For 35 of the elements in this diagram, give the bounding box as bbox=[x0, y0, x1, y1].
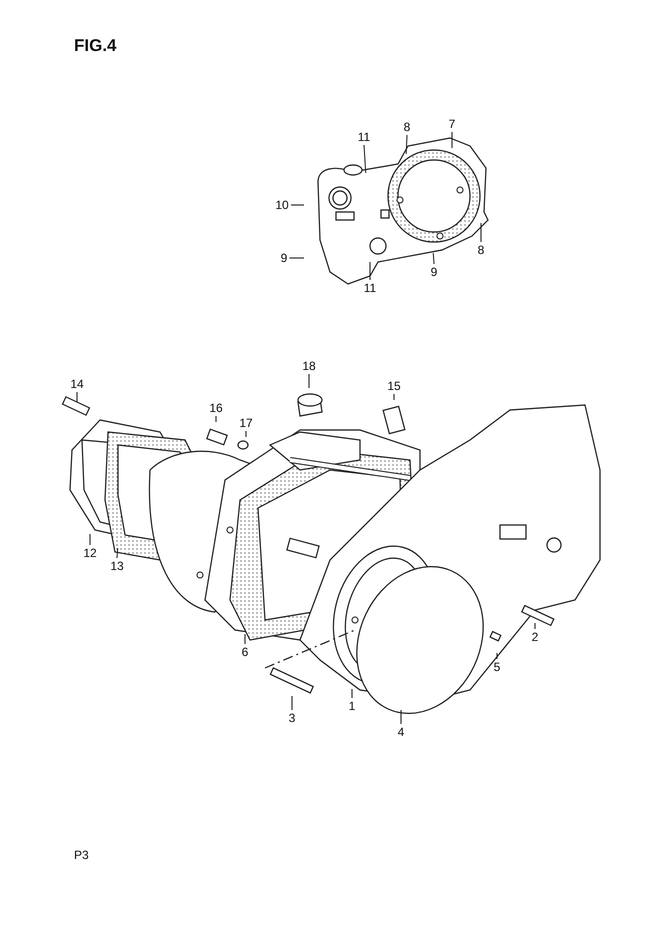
callout-number: 14 bbox=[70, 377, 84, 391]
callout-number: 18 bbox=[302, 359, 316, 373]
callout-number: 8 bbox=[404, 120, 410, 134]
callout-number: 11 bbox=[364, 281, 376, 295]
callout-number: 12 bbox=[83, 546, 97, 560]
leader-line bbox=[400, 710, 402, 724]
callout-number: 13 bbox=[110, 559, 124, 573]
callout-number: 5 bbox=[494, 660, 500, 674]
callout-number: 9 bbox=[280, 251, 288, 265]
callout-number: 4 bbox=[398, 725, 404, 739]
callout-number: 9 bbox=[430, 265, 438, 279]
leader-line bbox=[116, 548, 118, 558]
callout-number: 11 bbox=[358, 130, 370, 144]
callout-number: 17 bbox=[239, 416, 253, 430]
leader-line bbox=[496, 652, 498, 660]
figure-title: FIG.4 bbox=[74, 36, 117, 56]
callout-number: 15 bbox=[387, 379, 401, 393]
page-code: P3 bbox=[74, 848, 89, 862]
callout-number: 3 bbox=[288, 711, 296, 725]
leader-line bbox=[480, 222, 482, 242]
leader-line bbox=[244, 634, 246, 644]
callout-number: 2 bbox=[532, 630, 538, 644]
leader-line bbox=[364, 144, 366, 174]
leader-line bbox=[534, 622, 536, 630]
callout-number: 7 bbox=[448, 117, 456, 131]
leader-line bbox=[76, 392, 78, 402]
leader-line bbox=[308, 374, 310, 388]
leader-line bbox=[290, 204, 304, 206]
callout-number: 1 bbox=[348, 699, 356, 713]
callout-number: 10 bbox=[275, 198, 289, 212]
leader-line bbox=[406, 134, 408, 154]
callout-number: 6 bbox=[242, 645, 248, 659]
callout-number: 8 bbox=[478, 243, 484, 257]
leader-line bbox=[432, 252, 434, 264]
callout-number: 16 bbox=[209, 401, 223, 415]
